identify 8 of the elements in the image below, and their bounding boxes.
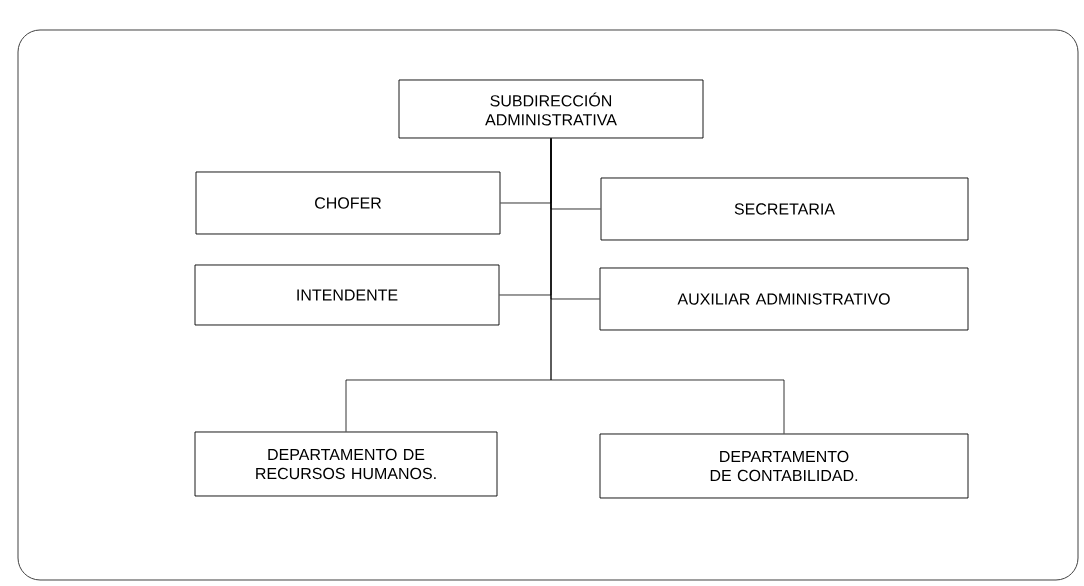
org-box: SUBDIRECCIÓN ADMINISTRATIVA [398,79,704,139]
org-box: SECRETARIA [600,177,969,241]
org-box: AUXILIAR ADMINISTRATIVO [599,267,969,331]
org-box: INTENDENTE [194,264,500,326]
connector-line [550,138,785,434]
org-box: DEPARTAMENTO DE CONTABILIDAD. [599,433,969,499]
org-box: CHOFER [195,171,501,235]
org-box: DEPARTAMENTO DE RECURSOS HUMANOS. [194,431,498,497]
